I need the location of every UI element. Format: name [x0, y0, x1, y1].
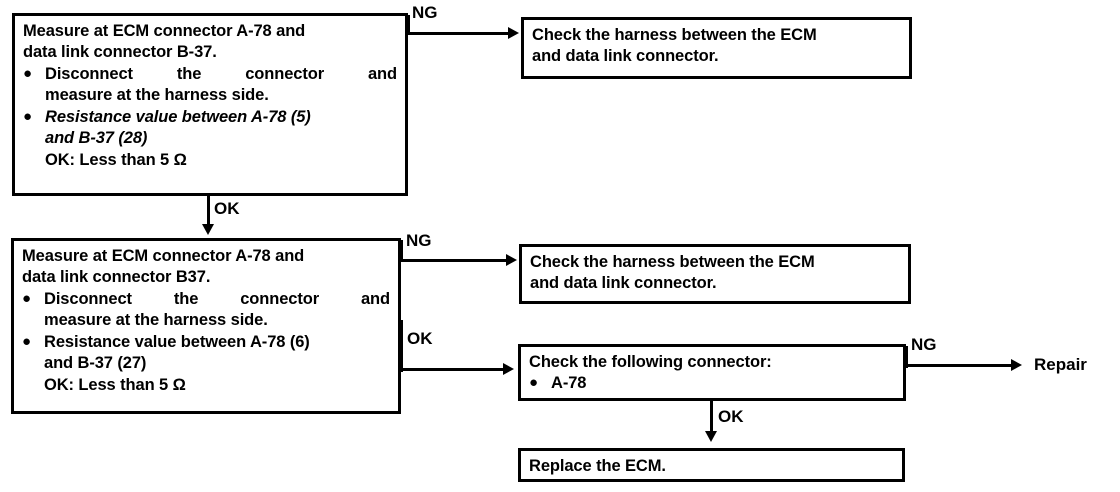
box-check-harness-top-content: Check the harness between the ECM and da… — [524, 20, 909, 72]
measure-1-bullet-1: ● Disconnect the connector and — [23, 64, 397, 85]
box-check-connector-content: Check the following connector: ● A-78 — [521, 347, 903, 399]
box-measure-ecm-a78-b37: Measure at ECM connector A-78 and data l… — [12, 13, 408, 196]
bullet-icon: ● — [23, 107, 32, 125]
measure-2-bullet-1-line-1: Disconnect the connector and — [44, 289, 390, 308]
box-replace-ecm-content: Replace the ECM. — [521, 451, 902, 481]
measure-1-heading-line-2: data link connector B-37. — [23, 43, 217, 62]
measure-1-bullet-2-line-3: OK: Less than 5 Ω — [45, 150, 187, 169]
measure-2-bullet-2-line-1: Resistance value between A-78 (6) — [44, 332, 310, 351]
check-harness-2-line-2: and data link connector. — [530, 274, 717, 293]
edge-ng-3-arrowhead — [1011, 359, 1022, 371]
replace-ecm-line-1: Replace the ECM. — [529, 457, 666, 475]
edge-ng-2-arrowhead — [506, 254, 517, 266]
box-measure-1-content: Measure at ECM connector A-78 and data l… — [15, 16, 405, 175]
box-check-harness-middle: Check the harness between the ECM and da… — [519, 244, 911, 304]
check-connector-line-1: Check the following connector: — [529, 353, 772, 371]
edge-ok-2-stub — [400, 320, 403, 372]
measure-1-bullet-2-line-2: and B-37 (28) — [45, 129, 148, 148]
terminal-repair: Repair — [1034, 355, 1087, 374]
measure-1-bullet-1-line-2: measure at the harness side. — [45, 86, 269, 105]
box-check-following-connector: Check the following connector: ● A-78 — [518, 344, 906, 401]
edge-label-ng-3: NG — [911, 335, 937, 354]
edge-ng-1-stub — [407, 15, 410, 35]
edge-ng-3-stub — [905, 346, 908, 368]
check-harness-1-line-2: and data link connector. — [532, 47, 719, 66]
box-measure-ecm-a78-b37-second: Measure at ECM connector A-78 and data l… — [11, 238, 401, 414]
edge-ok-1-line — [207, 196, 210, 226]
edge-label-ok-2: OK — [407, 329, 433, 348]
edge-ng-1-arrowhead — [508, 27, 519, 39]
measure-1-bullet-2: ● Resistance value between A-78 (5) — [23, 107, 397, 128]
edge-label-ng-2: NG — [406, 231, 432, 250]
measure-2-bullet-1: ● Disconnect the connector and — [22, 289, 390, 310]
check-connector-bullet-1: ● A-78 — [529, 373, 895, 394]
bullet-icon: ● — [22, 332, 31, 350]
box-measure-2-content: Measure at ECM connector A-78 and data l… — [14, 241, 398, 400]
edge-ok-2-line — [400, 368, 507, 371]
edge-ok-2-arrowhead — [503, 363, 514, 375]
measure-2-bullet-1-line-2: measure at the harness side. — [44, 311, 268, 330]
edge-ng-1-line — [407, 32, 511, 35]
edge-ng-3-line — [905, 364, 1015, 367]
box-check-harness-middle-content: Check the harness between the ECM and da… — [522, 247, 908, 299]
measure-1-bullet-1-line-1: Disconnect the connector and — [45, 64, 397, 83]
measure-1-heading-line-1: Measure at ECM connector A-78 and — [23, 22, 306, 40]
box-check-harness-top: Check the harness between the ECM and da… — [521, 17, 912, 79]
edge-ok-3-line — [710, 401, 713, 433]
edge-label-ok-3: OK — [718, 407, 744, 426]
measure-2-bullet-2-line-3: OK: Less than 5 Ω — [44, 375, 186, 394]
edge-ok-3-arrowhead — [705, 431, 717, 442]
measure-1-bullet-2-line-1: Resistance value between A-78 (5) — [45, 107, 311, 126]
box-replace-ecm: Replace the ECM. — [518, 448, 905, 482]
edge-ng-2-stub — [400, 240, 403, 262]
bullet-icon: ● — [23, 64, 32, 82]
bullet-icon: ● — [22, 289, 31, 307]
edge-label-ok-1: OK — [214, 199, 240, 218]
edge-ok-1-arrowhead — [202, 224, 214, 235]
measure-2-bullet-2: ● Resistance value between A-78 (6) — [22, 332, 390, 353]
measure-2-heading-line-1: Measure at ECM connector A-78 and — [22, 247, 305, 265]
edge-label-ng-1: NG — [412, 3, 438, 22]
check-connector-bullet-1-text: A-78 — [551, 374, 587, 393]
measure-2-heading-line-2: data link connector B37. — [22, 268, 211, 287]
edge-ng-2-line — [400, 259, 510, 262]
check-harness-2-line-1: Check the harness between the ECM — [530, 253, 815, 271]
check-harness-1-line-1: Check the harness between the ECM — [532, 26, 817, 44]
bullet-icon: ● — [529, 374, 538, 392]
measure-2-bullet-2-line-2: and B-37 (27) — [44, 354, 147, 373]
